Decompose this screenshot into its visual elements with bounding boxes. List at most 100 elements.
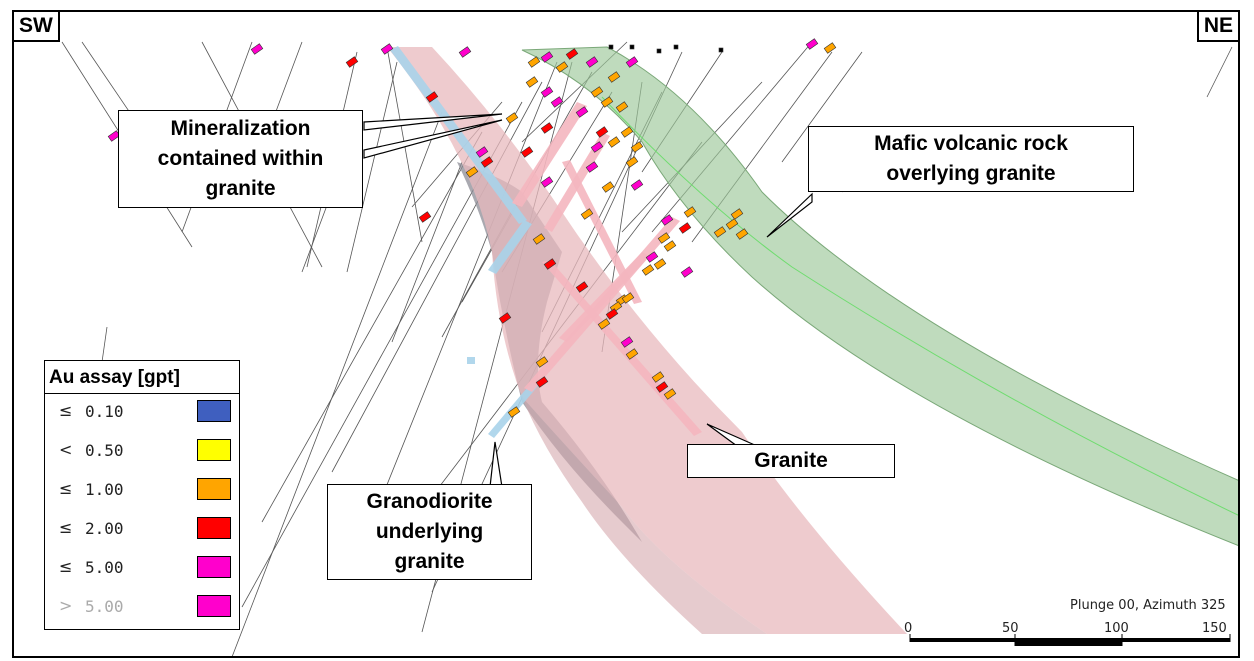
legend-operator: >	[59, 596, 73, 615]
assay-interval-mark	[657, 232, 671, 244]
assay-interval-mark	[480, 156, 494, 168]
assay-interval-mark	[475, 146, 489, 158]
scale-tick-150: 150	[1202, 621, 1227, 636]
scale-bar	[909, 634, 1231, 646]
assay-interval-mark	[250, 43, 264, 55]
assay-interval-mark	[425, 91, 439, 103]
assay-interval-mark	[532, 233, 546, 245]
assay-interval-mark	[597, 318, 611, 330]
assay-interval-mark	[585, 161, 599, 173]
assay-interval-mark	[585, 56, 599, 68]
assay-interval-mark	[620, 336, 634, 348]
assay-interval-mark	[540, 86, 554, 98]
assay-interval-mark	[595, 126, 609, 138]
assay-interval-mark	[620, 126, 634, 138]
legend-value: 5.00	[85, 558, 124, 577]
granite-callout: Granite	[687, 444, 895, 478]
assay-interval-mark	[520, 146, 534, 158]
legend-item: ≤0.10	[45, 399, 239, 425]
assay-interval-mark	[458, 46, 472, 58]
assay-interval-mark	[625, 156, 639, 168]
assay-interval-mark	[641, 264, 655, 276]
assay-interval-mark	[543, 258, 557, 270]
assay-interval-mark	[660, 214, 674, 226]
assay-interval-mark	[590, 86, 604, 98]
assay-interval-mark	[625, 56, 639, 68]
granodiorite-callout: Granodiorite underlying granite	[327, 484, 532, 580]
assay-interval-mark	[653, 258, 667, 270]
mineralization-callout: Mineralization contained within granite	[118, 110, 363, 208]
legend-item: ≤5.00	[45, 555, 239, 581]
assay-interval-mark	[630, 141, 644, 153]
assay-interval-mark	[580, 208, 594, 220]
legend-operator: ≤	[59, 518, 73, 537]
mafic-callout: Mafic volcanic rock overlying granite	[808, 126, 1134, 192]
scale-tick-100: 100	[1104, 621, 1129, 636]
assay-interval-mark	[575, 106, 589, 118]
assay-interval-mark	[601, 181, 615, 193]
legend-swatch	[197, 478, 231, 500]
drillhole-collar-marker	[608, 44, 614, 50]
assay-interval-mark	[565, 48, 579, 60]
assay-interval-mark	[607, 136, 621, 148]
assay-interval-mark	[540, 51, 554, 63]
assay-interval-mark	[505, 112, 519, 124]
assay-interval-mark	[527, 56, 541, 68]
legend-value: 0.10	[85, 402, 124, 421]
assay-intervals	[107, 38, 837, 418]
cross-section-scene	[61, 38, 1238, 656]
assay-interval-mark	[465, 166, 479, 178]
legend-item: <0.50	[45, 438, 239, 464]
legend-swatch	[197, 595, 231, 617]
legend-value: 2.00	[85, 519, 124, 538]
assay-interval-mark	[823, 42, 837, 54]
mafic-unit-band	[521, 46, 1238, 546]
assay-interval-mark	[621, 292, 635, 304]
assay-interval-mark	[713, 226, 727, 238]
legend-swatch	[197, 556, 231, 578]
assay-interval-mark	[345, 56, 359, 68]
legend-swatch	[197, 400, 231, 422]
assay-interval-mark	[525, 76, 539, 88]
legend-item: ≤1.00	[45, 477, 239, 503]
assay-interval-mark	[540, 122, 554, 134]
mafic-unit-centerline	[601, 96, 1238, 516]
ne-orientation-label: NE	[1196, 10, 1240, 42]
legend-swatch	[197, 439, 231, 461]
assay-interval-mark	[683, 206, 697, 218]
assay-interval-mark	[725, 218, 739, 230]
legend-swatch	[197, 517, 231, 539]
assay-interval-mark	[535, 356, 549, 368]
legend-value: 1.00	[85, 480, 124, 499]
assay-interval-mark	[600, 96, 614, 108]
legend-value: 5.00	[85, 597, 124, 616]
assay-interval-mark	[418, 211, 432, 223]
assay-interval-mark	[630, 179, 644, 191]
scale-tick-50: 50	[1002, 621, 1019, 636]
assay-interval-mark	[663, 240, 677, 252]
assay-interval-mark	[590, 141, 604, 153]
assay-interval-mark	[615, 101, 629, 113]
assay-interval-mark	[678, 222, 692, 234]
assay-interval-mark	[805, 38, 819, 50]
granite-unit	[387, 47, 907, 634]
legend-item: ≤2.00	[45, 516, 239, 542]
assay-interval-mark	[540, 176, 554, 188]
view-caption: Plunge 00, Azimuth 325	[1070, 598, 1226, 613]
legend-operator: <	[59, 440, 73, 459]
legend-operator: ≤	[59, 557, 73, 576]
assay-interval-mark	[651, 371, 665, 383]
drillhole-collar-marker	[673, 44, 679, 50]
assay-interval-mark	[575, 281, 589, 293]
assay-interval-mark	[550, 96, 564, 108]
callout-leaders	[363, 113, 813, 488]
assay-interval-mark	[380, 43, 394, 55]
assay-interval-mark	[663, 388, 677, 400]
assay-interval-mark	[607, 71, 621, 83]
assay-interval-mark	[498, 312, 512, 324]
assay-interval-mark	[605, 308, 619, 320]
legend-item: >5.00	[45, 594, 239, 620]
assay-interval-mark	[625, 348, 639, 360]
assay-interval-mark	[645, 251, 659, 263]
assay-interval-mark	[735, 228, 749, 240]
